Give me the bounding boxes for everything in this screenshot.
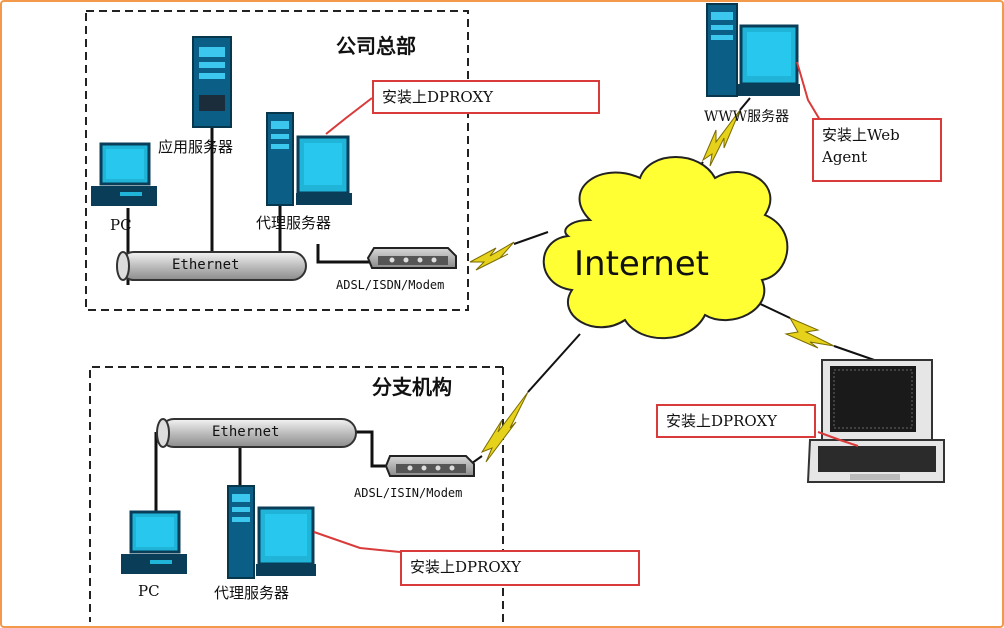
hq-title: 公司总部 (336, 34, 416, 58)
app-server-icon (192, 36, 232, 128)
branch-region-box (89, 366, 503, 622)
branch-modem-label: ADSL/ISIN/Modem (354, 486, 463, 500)
www-server-label: WWW服务器 (704, 109, 790, 125)
www-agent-note-line1: 安装上Web (822, 126, 900, 144)
lightning-laptop (784, 316, 835, 349)
branch-pc-icon (121, 510, 187, 574)
branch-modem-icon (384, 455, 475, 477)
lightning-branch (480, 391, 529, 463)
branch-proxy-note-text: 安装上DPROXY (410, 558, 522, 576)
lightning-hq (469, 241, 515, 271)
laptop-proxy-note: 安装上DPROXY (656, 404, 816, 438)
www-server-icon (706, 3, 800, 97)
branch-ethernet-label: Ethernet (212, 424, 280, 440)
hq-region-box (85, 10, 469, 311)
hq-pc-label: PC (110, 216, 132, 234)
laptop-icon (806, 359, 945, 483)
branch-title: 分支机构 (372, 375, 452, 399)
internet-cloud (542, 156, 789, 340)
branch-ethernet-cable (156, 418, 357, 448)
hq-proxy-note: 安装上DPROXY (372, 80, 600, 114)
laptop-proxy-note-text: 安装上DPROXY (666, 412, 778, 430)
branch-proxy-note: 安装上DPROXY (400, 550, 640, 586)
hq-ethernet-cable (116, 251, 307, 281)
branch-pc-label: PC (138, 582, 160, 600)
hq-proxy-note-text: 安装上DPROXY (382, 88, 494, 106)
www-agent-note-line2: Agent (822, 148, 867, 166)
internet-label: Internet (574, 244, 710, 284)
lightning-www (701, 109, 741, 167)
hq-modem-icon (366, 247, 457, 269)
branch-proxy-server-icon (227, 485, 316, 579)
branch-proxy-server-label: 代理服务器 (214, 584, 290, 602)
hq-proxy-server-label: 代理服务器 (256, 214, 332, 232)
hq-modem-label: ADSL/ISDN/Modem (336, 278, 445, 292)
hq-proxy-server-icon (266, 112, 352, 206)
app-server-label: 应用服务器 (158, 138, 234, 156)
www-agent-note: 安装上Web Agent (812, 118, 942, 182)
hq-pc-icon (91, 142, 157, 206)
hq-ethernet-label: Ethernet (172, 257, 240, 273)
